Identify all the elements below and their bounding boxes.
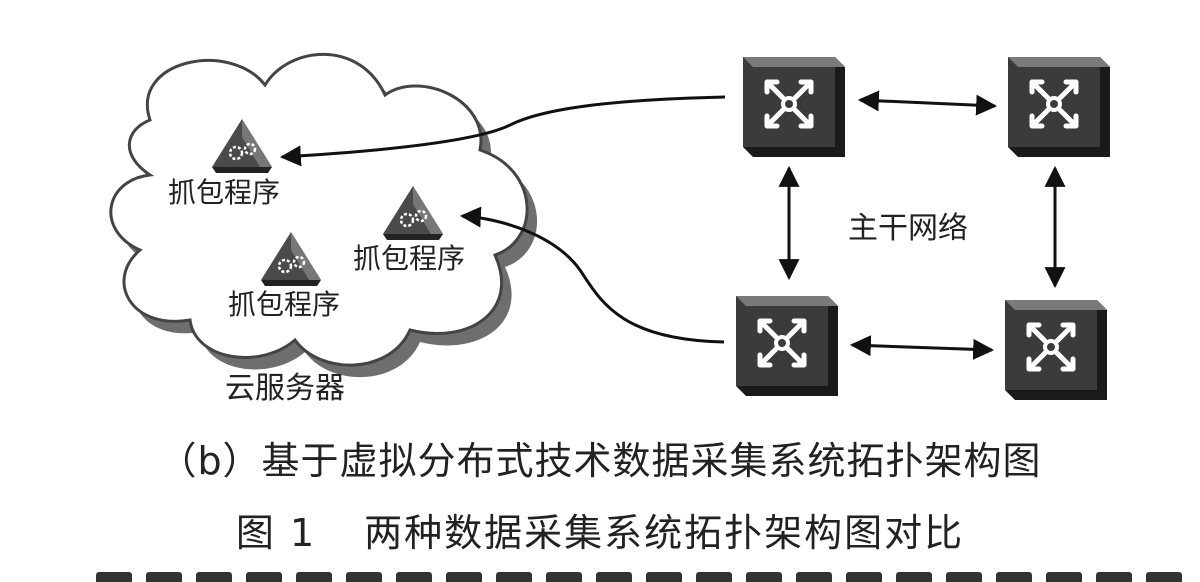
- mirror-links: [279, 95, 726, 344]
- mirror-link-bottom: [459, 206, 725, 344]
- capture-label-1: 抓包程序: [168, 176, 280, 209]
- backbone-links: [778, 90, 1066, 360]
- cropped-text-line: [0, 568, 1200, 582]
- link-bottom: [849, 335, 995, 360]
- figure-title: 两种数据采集系统拓扑架构图对比: [364, 511, 965, 555]
- switch-icon: [1005, 300, 1107, 400]
- figure-number: 图 1: [235, 511, 317, 555]
- switch-icon: [736, 296, 838, 396]
- subfigure-caption: （b）基于虚拟分布式技术数据采集系统拓扑架构图: [158, 439, 1042, 483]
- switch-icon: [743, 57, 845, 157]
- cloud-server-label: 云服务器: [225, 371, 345, 406]
- capture-label-3: 抓包程序: [228, 288, 340, 321]
- link-top: [857, 90, 998, 116]
- mirror-link-top: [279, 95, 726, 167]
- switch-icon: [1008, 57, 1110, 157]
- capture-label-2: 抓包程序: [353, 242, 465, 275]
- figure-caption: 图 1 两种数据采集系统拓扑架构图对比: [0, 502, 1200, 557]
- backbone-label: 主干网络: [848, 211, 968, 246]
